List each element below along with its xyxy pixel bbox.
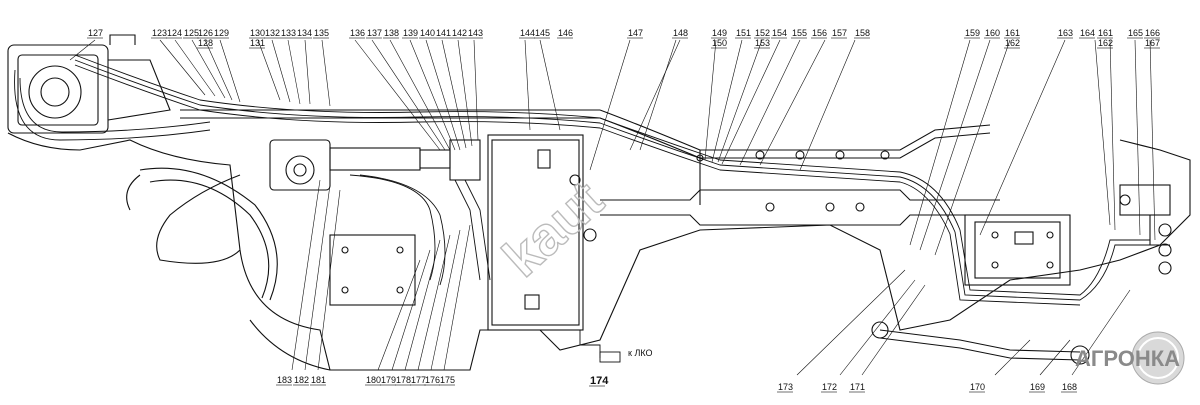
callout-156: 156 — [812, 28, 827, 38]
callout-169: 169 — [1030, 382, 1045, 392]
callout-167: 167 — [1145, 38, 1160, 48]
callout-157: 157 — [832, 28, 847, 38]
callout-179: 179 — [381, 375, 396, 385]
callout-154: 154 — [772, 28, 787, 38]
callout-148: 148 — [673, 28, 688, 38]
callout-176: 176 — [425, 375, 440, 385]
callout-142: 142 — [452, 28, 467, 38]
agronka-logo: АГРОНКА — [1075, 331, 1185, 385]
callout-135: 135 — [314, 28, 329, 38]
callout-124: 124 — [167, 28, 182, 38]
callout-132: 132 — [265, 28, 280, 38]
callout-147: 147 — [628, 28, 643, 38]
callout-173: 173 — [778, 382, 793, 392]
callout-166: 166 — [1145, 28, 1160, 38]
callout-180: 180 — [366, 375, 381, 385]
callout-177: 177 — [411, 375, 426, 385]
side-note: к ЛКО — [628, 348, 653, 358]
callout-129: 129 — [214, 28, 229, 38]
callout-143: 143 — [468, 28, 483, 38]
callout-165: 165 — [1128, 28, 1143, 38]
callout-163: 163 — [1058, 28, 1073, 38]
callout-152: 152 — [755, 28, 770, 38]
callout-164: 164 — [1080, 28, 1095, 38]
callout-144: 144 — [520, 28, 535, 38]
callout-161: 161 — [1005, 28, 1020, 38]
callout-162: 162 — [1005, 38, 1020, 48]
callout-159: 159 — [965, 28, 980, 38]
logo-text: АГРОНКА — [1075, 346, 1180, 371]
callout-168: 168 — [1062, 382, 1077, 392]
callout-161: 161 — [1098, 28, 1113, 38]
callout-150: 150 — [712, 38, 727, 48]
callout-146: 146 — [558, 28, 573, 38]
callout-183: 183 — [277, 375, 292, 385]
callout-126: 126 — [198, 28, 213, 38]
leader-lines — [69, 39, 1156, 376]
callout-133: 133 — [281, 28, 296, 38]
callout-130: 130 — [250, 28, 265, 38]
callout-182: 182 — [294, 375, 309, 385]
callout-138: 138 — [384, 28, 399, 38]
callout-175: 175 — [440, 375, 455, 385]
callout-174: 174 — [590, 375, 609, 387]
callout-155: 155 — [792, 28, 807, 38]
callout-131: 131 — [250, 38, 265, 48]
callout-181: 181 — [311, 375, 326, 385]
callout-141: 141 — [436, 28, 451, 38]
callout-160: 160 — [985, 28, 1000, 38]
drawing-body — [7, 34, 1191, 371]
callout-158: 158 — [855, 28, 870, 38]
callout-123: 123 — [152, 28, 167, 38]
callout-178: 178 — [396, 375, 411, 385]
callout-125: 125 — [184, 28, 199, 38]
callout-145: 145 — [535, 28, 550, 38]
callout-162: 162 — [1098, 38, 1113, 48]
watermark: kaut — [492, 170, 615, 289]
callout-134: 134 — [297, 28, 312, 38]
callout-172: 172 — [822, 382, 837, 392]
callout-137: 137 — [367, 28, 382, 38]
callout-139: 139 — [403, 28, 418, 38]
hose-bundle — [14, 54, 1150, 363]
callout-128: 128 — [198, 38, 213, 48]
callout-171: 171 — [850, 382, 865, 392]
callout-170: 170 — [970, 382, 985, 392]
callout-151: 151 — [736, 28, 751, 38]
callout-153: 153 — [755, 38, 770, 48]
callout-149: 149 — [712, 28, 727, 38]
callout-136: 136 — [350, 28, 365, 38]
callout-127: 127 — [88, 28, 103, 38]
callout-140: 140 — [420, 28, 435, 38]
